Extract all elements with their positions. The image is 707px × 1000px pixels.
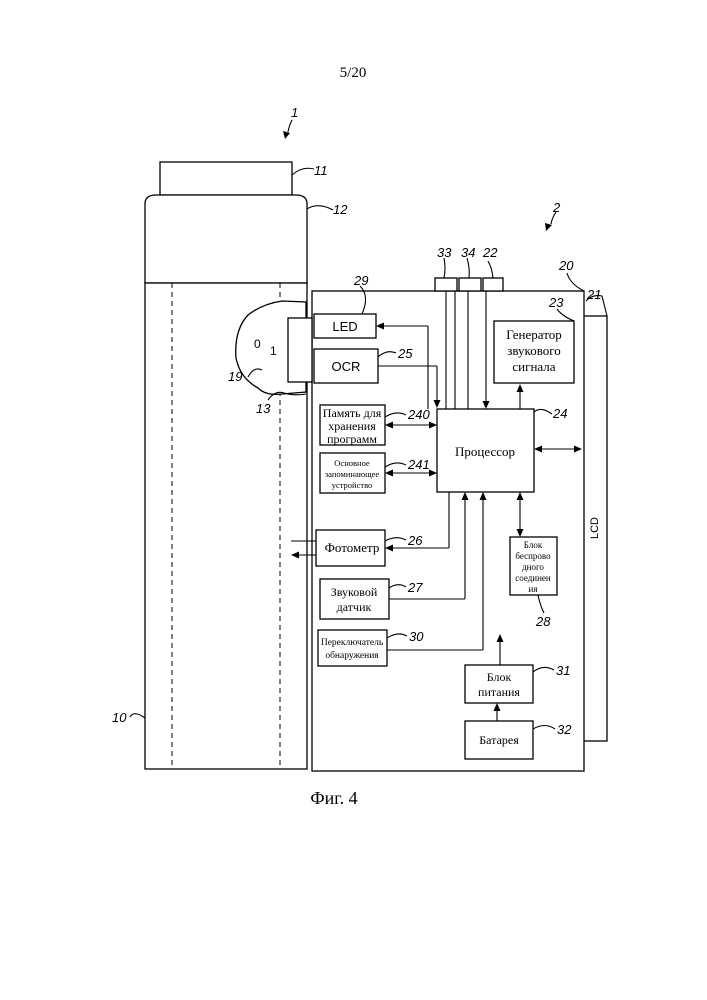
block-detection-switch: Переключатель обнаружения	[318, 630, 387, 666]
leader-34	[467, 258, 469, 278]
block-wireless: Блок беспрово дного соединен ия	[510, 537, 557, 595]
pen-device: 0 1	[145, 162, 307, 769]
block-ocr-label: OCR	[332, 359, 361, 374]
leader-33	[444, 258, 445, 278]
button-34	[459, 278, 481, 291]
wireless-line-2: беспрово	[515, 551, 551, 561]
block-battery: Батарея	[465, 721, 533, 759]
page-number: 5/20	[340, 65, 367, 81]
switch-line-2: обнаружения	[325, 650, 379, 661]
ref-12: 12	[333, 202, 348, 217]
ref-32: 32	[557, 722, 572, 737]
block-led: LED	[314, 314, 376, 338]
leader-1	[288, 120, 292, 132]
ref-10: 10	[112, 710, 127, 725]
ref-34: 34	[461, 245, 475, 260]
ref-23: 23	[548, 295, 564, 310]
button-22	[483, 278, 503, 291]
ref-33: 33	[437, 245, 452, 260]
ref-20: 20	[558, 258, 574, 273]
battery-label: Батарея	[479, 733, 519, 747]
figure-caption: Фиг. 4	[310, 788, 357, 808]
block-main-memory: Основное запоминающее устройство	[320, 453, 385, 493]
mainmem-line-2: запоминающее	[325, 469, 380, 479]
leader-10	[130, 714, 145, 718]
ref-2: 2	[552, 200, 561, 215]
processor-label: Процессор	[455, 444, 515, 459]
ref-11: 11	[314, 163, 328, 178]
leader-11	[292, 168, 314, 175]
ref-29: 29	[353, 273, 368, 288]
mainmem-line-1: Основное	[334, 458, 370, 468]
mainmem-line-3: устройство	[332, 480, 373, 490]
button-33	[435, 278, 457, 291]
ref-22: 22	[482, 245, 498, 260]
ref-241: 241	[407, 457, 430, 472]
pen-cap-button	[160, 162, 292, 195]
progmem-line-3: программ	[327, 432, 377, 446]
block-led-label: LED	[332, 319, 357, 334]
leader-20	[567, 273, 584, 291]
block-sound-generator: Генератор звукового сигнала	[494, 321, 574, 383]
block-program-memory: Память для хранения программ	[320, 405, 385, 446]
block-photometer: Фотометр	[316, 530, 385, 566]
sound-gen-line-1: Генератор	[506, 327, 561, 342]
arrowhead-ref-2	[545, 223, 552, 231]
ref-30: 30	[409, 629, 424, 644]
block-processor: Процессор	[437, 409, 534, 492]
dose-digit-0: 0	[254, 337, 261, 351]
wireless-line-4: соединен	[515, 573, 551, 583]
block-sound-sensor: Звуковой датчик	[320, 579, 389, 619]
pen-dose-knob	[145, 195, 307, 283]
dose-digit-1: 1	[270, 344, 277, 358]
arrowhead-ref-1	[283, 131, 290, 139]
ref-27: 27	[407, 580, 423, 595]
ref-25: 25	[397, 346, 413, 361]
ref-26: 26	[407, 533, 423, 548]
ref-240: 240	[407, 407, 430, 422]
ref-28: 28	[535, 614, 551, 629]
progmem-line-1: Память для	[323, 406, 382, 420]
photometer-label: Фотометр	[325, 540, 380, 555]
wireless-line-1: Блок	[524, 540, 543, 550]
leader-22	[488, 261, 493, 278]
block-ocr: OCR	[314, 349, 378, 383]
block-power-supply: Блок питания	[465, 665, 533, 703]
sound-gen-line-3: сигнала	[512, 359, 555, 374]
wireless-line-5: ия	[529, 584, 538, 594]
power-line-2: питания	[478, 685, 520, 699]
lcd-label: LCD	[589, 517, 601, 539]
switch-line-1: Переключатель	[321, 638, 384, 648]
ref-1: 1	[291, 105, 298, 120]
ref-31: 31	[556, 663, 570, 678]
sound-gen-line-2: звукового	[507, 343, 561, 358]
leader-12	[307, 206, 333, 210]
sound-sensor-line-1: Звуковой	[331, 585, 378, 599]
wireless-line-3: дного	[522, 562, 544, 572]
sensor-mount	[288, 318, 312, 382]
power-line-1: Блок	[487, 670, 512, 684]
ref-19: 19	[228, 369, 242, 384]
ref-13: 13	[256, 401, 271, 416]
sound-sensor-line-2: датчик	[337, 600, 372, 614]
progmem-line-2: хранения	[328, 419, 376, 433]
ref-21: 21	[586, 287, 601, 302]
ref-24: 24	[552, 406, 567, 421]
